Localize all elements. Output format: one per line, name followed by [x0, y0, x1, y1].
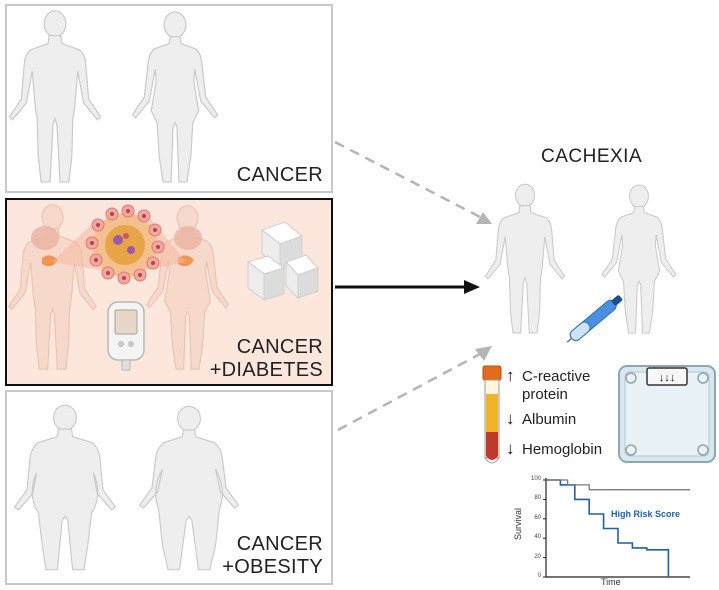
km-y-tick-label: 20 — [534, 553, 541, 560]
km-high-risk-line — [546, 479, 670, 577]
km-y-tick-label: 0 — [537, 573, 541, 579]
obese-male-figure-icon — [14, 404, 116, 571]
crp-up-arrow-icon: ↑ — [506, 366, 515, 385]
arrow-obesity-to-cachexia — [337, 346, 492, 432]
crp-label: C-reactive protein — [522, 368, 590, 404]
cancer-label: CANCER — [236, 164, 323, 186]
cachectic-male-figure-icon — [484, 183, 566, 334]
arrow-diabetes-to-cachexia — [335, 280, 480, 294]
survival-chart — [543, 478, 690, 578]
sugar-cubes-icon — [246, 221, 319, 301]
cachexia-title: CACHEXIA — [541, 146, 643, 167]
insulin-pen-icon — [566, 295, 623, 343]
organ-icon — [31, 226, 202, 267]
km-y-tick-label: 80 — [534, 495, 541, 502]
tumor-cells-icon — [85, 204, 165, 285]
cachexia-figures — [484, 183, 677, 334]
hemoglobin-down-arrow-icon: ↓ — [506, 439, 515, 458]
cancer-obesity-label: CANCER +OBESITY — [222, 533, 323, 579]
scale-display: ↓↓↓ — [659, 372, 676, 384]
hemoglobin-label: Hemoglobin — [522, 441, 603, 458]
glucometer-icon — [107, 301, 145, 371]
arrow-cancer-to-cachexia — [334, 140, 492, 224]
cancer-obesity-figures — [14, 404, 239, 571]
cancer-diabetes-label: CANCER +DIABETES — [210, 336, 323, 382]
crp-label-line2: protein — [522, 386, 568, 403]
cancer-diabetes-label-line2: +DIABETES — [209, 359, 323, 381]
obese-female-figure-icon — [139, 405, 239, 571]
km-x-axis-label: Time — [601, 577, 621, 587]
cancer-obesity-label-line2: +OBESITY — [222, 556, 323, 578]
km-y-tick-label: 100 — [530, 476, 541, 482]
blood-tube-icon — [482, 365, 502, 464]
crp-label-line1: C-reactive — [522, 368, 591, 385]
albumin-down-arrow-icon: ↓ — [506, 409, 515, 428]
km-y-tick-label: 40 — [534, 534, 541, 541]
km-series-label: High Risk Score — [611, 509, 681, 519]
km-y-axis-label: Survival — [513, 507, 523, 540]
female-figure-icon — [131, 11, 219, 183]
cancer-diabetes-label-line1: CANCER — [236, 336, 323, 358]
cancer-figures — [8, 10, 219, 183]
male-figure-icon — [8, 10, 102, 183]
km-y-tick-label: 60 — [534, 514, 541, 521]
weight-scale-icon — [618, 365, 716, 463]
km-reference-line — [546, 479, 690, 491]
cancer-obesity-label-line1: CANCER — [236, 533, 323, 555]
albumin-label: Albumin — [522, 411, 577, 428]
